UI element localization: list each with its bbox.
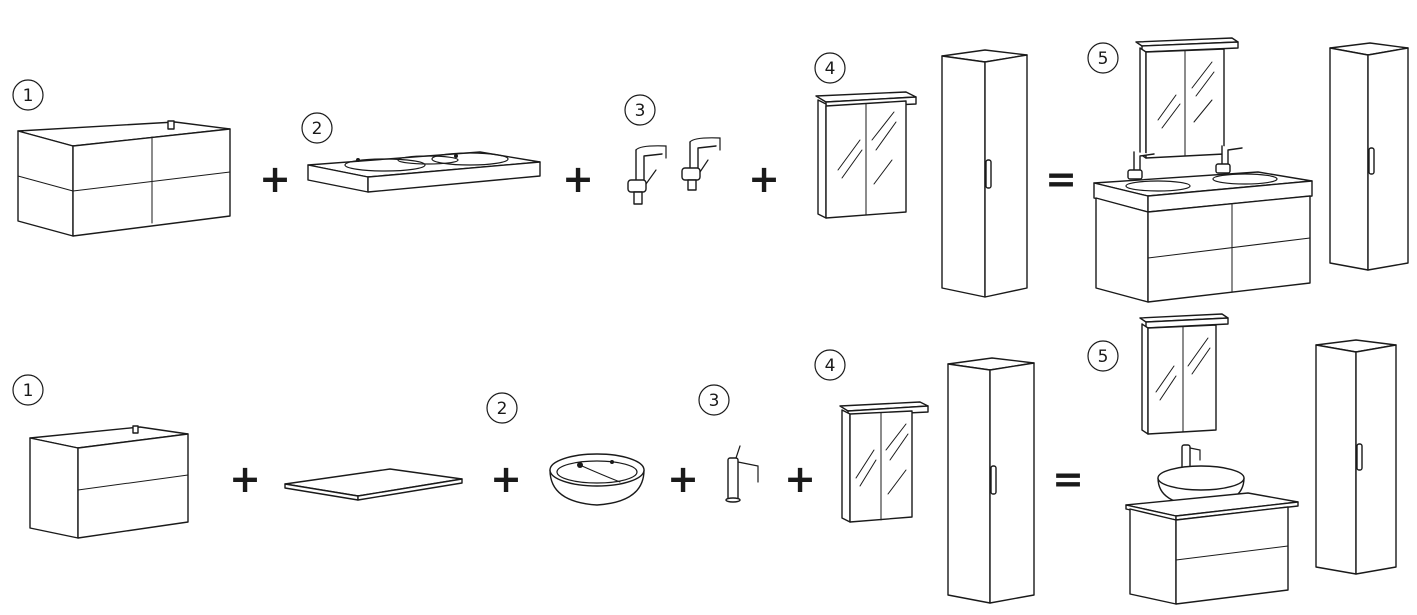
countertop-slab — [284, 468, 463, 501]
tall-cabinet — [947, 357, 1035, 604]
equals-operator: = — [1045, 157, 1077, 201]
step-marker-2: 2 — [301, 112, 333, 144]
step-marker-1: 1 — [12, 79, 44, 111]
faucet-icon — [681, 137, 721, 191]
step-marker-4: 4 — [814, 349, 846, 381]
plus-operator: + — [259, 157, 291, 201]
step-number: 3 — [635, 101, 646, 121]
step-number: 2 — [497, 399, 508, 419]
plus-operator: + — [562, 157, 594, 201]
step-number: 3 — [709, 391, 720, 411]
tall-cabinet — [1315, 339, 1397, 575]
step-marker-3: 3 — [624, 94, 656, 126]
step-number: 1 — [23, 381, 34, 401]
double-basin-countertop — [307, 151, 541, 193]
step-marker-2: 2 — [486, 392, 518, 424]
mirror-cabinet — [815, 91, 917, 219]
step-marker-5: 5 — [1087, 42, 1119, 74]
row-1: 1 + 2 + — [12, 37, 1409, 303]
tall-cabinet — [1329, 42, 1409, 271]
vanity-cabinet-single — [29, 425, 189, 539]
step-marker-1: 1 — [12, 374, 44, 406]
plus-operator: + — [490, 457, 522, 501]
step-number: 2 — [312, 119, 323, 139]
step-number: 5 — [1098, 347, 1109, 367]
step-marker-3: 3 — [698, 384, 730, 416]
vanity-cabinet-double — [17, 120, 231, 237]
plus-operator: + — [784, 457, 816, 501]
row-2: 1 + 2 + + — [12, 313, 1397, 605]
plus-operator: + — [748, 157, 780, 201]
step-number: 4 — [825, 59, 836, 79]
step-number: 1 — [23, 86, 34, 106]
faucet-pair — [627, 137, 721, 205]
plus-operator: + — [667, 457, 699, 501]
plus-operator: + — [229, 457, 261, 501]
step-number: 4 — [825, 356, 836, 376]
faucet-icon — [725, 445, 759, 503]
vessel-sink — [549, 453, 645, 506]
step-marker-5: 5 — [1087, 340, 1119, 372]
assembled-double-vanity — [1093, 37, 1313, 303]
tall-cabinet — [941, 49, 1028, 298]
faucet-icon — [627, 145, 667, 205]
equals-operator: = — [1052, 457, 1084, 501]
mirror-cabinet — [839, 401, 929, 523]
step-number: 5 — [1098, 49, 1109, 69]
assembled-single-vanity — [1125, 313, 1299, 605]
step-marker-4: 4 — [814, 52, 846, 84]
